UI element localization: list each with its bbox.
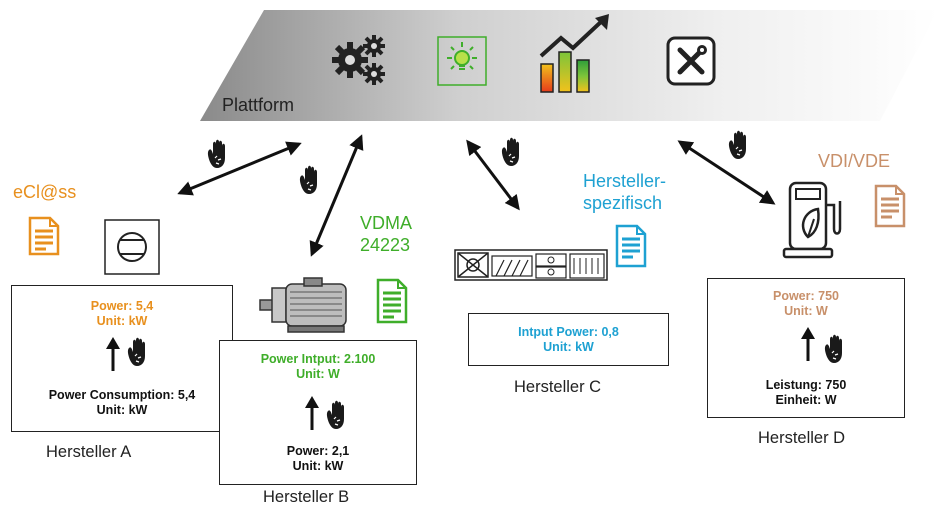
gears-icon [330,30,390,95]
standard-vdma-label: VDMA 24223 [360,212,412,256]
hand-icon [824,334,843,364]
hand-icon [207,139,226,169]
air-handling-unit-icon [454,249,608,281]
charging-station-icon [782,181,842,259]
manufacturer-a-box: Power: 5,4 Unit: kW Power Consumption: 5… [11,285,233,432]
standard-hersteller-label: Hersteller- spezifisch [583,170,666,214]
manufacturer-c-top-line1: Intput Power: 0,8 [518,325,619,339]
manufacturer-a-top-line1: Power: 5,4 [90,299,154,313]
up-arrow-icon [305,396,319,430]
manufacturer-b-label: Hersteller B [263,488,350,506]
lightbulb-icon [437,36,487,91]
manufacturer-a-label: Hersteller A [46,443,132,461]
manufacturer-d-bottom-line1: Leistung: 750 [765,378,847,392]
standard-vdma-line1: VDMA [360,213,413,233]
document-icon-blue [615,224,647,268]
platform: Plattform [0,0,938,130]
document-icon-tan [874,184,906,228]
manufacturer-a-bottom-line1: Power Consumption: 5,4 [48,388,196,402]
manufacturer-d-top-line2: Unit: W [784,304,828,318]
up-arrow-icon [801,327,815,361]
manufacturer-c-label: Hersteller C [514,378,602,396]
manufacturer-b-top-line1: Power Intput: 2.100 [260,352,376,366]
manufacturer-a-bottom-line2: Unit: kW [96,403,148,417]
arrow-platform-a [177,141,302,196]
standard-vdma-line2: 24223 [360,235,411,255]
manufacturer-b-bottom-line1: Power: 2,1 [286,444,350,458]
document-icon-orange [28,216,60,256]
manufacturer-d-top-line1: Power: 750 [772,289,839,303]
manufacturer-c-box: Intput Power: 0,8 Unit: kW [468,313,669,366]
manufacturer-b-top-line2: Unit: W [296,367,340,381]
hand-icon [326,400,345,430]
manufacturer-d-box: Power: 750 Unit: W Leistung: 750 Einheit… [707,278,905,418]
manufacturer-a-top-line2: Unit: kW [96,314,148,328]
arrow-platform-b [309,134,364,257]
pump-icon [104,219,160,275]
tools-icon [666,36,716,91]
standard-hersteller-line2: spezifisch [583,193,663,213]
platform-label: Plattform [222,95,295,115]
hand-icon [299,165,318,195]
bar-chart-trend-icon [537,14,617,99]
document-icon-green [376,278,408,324]
manufacturer-d-bottom-line2: Einheit: W [775,393,837,407]
hand-icon [501,137,520,167]
standard-hersteller-line1: Hersteller- [583,171,667,191]
manufacturer-d-label: Hersteller D [758,429,846,447]
motor-icon [259,277,347,333]
hand-icon [127,337,146,367]
manufacturer-c-top-line2: Unit: kW [543,340,594,354]
arrow-platform-d [677,140,776,205]
manufacturer-b-bottom-line2: Unit: kW [292,459,344,473]
manufacturer-b-box: Power Intput: 2.100 Unit: W Power: 2,1 U… [219,340,417,485]
up-arrow-icon [106,337,120,371]
standard-eclass-label: eCl@ss [13,182,77,202]
standard-vdi-label: VDI/VDE [818,151,891,171]
hand-icon [728,130,747,160]
arrow-platform-c [466,139,520,211]
